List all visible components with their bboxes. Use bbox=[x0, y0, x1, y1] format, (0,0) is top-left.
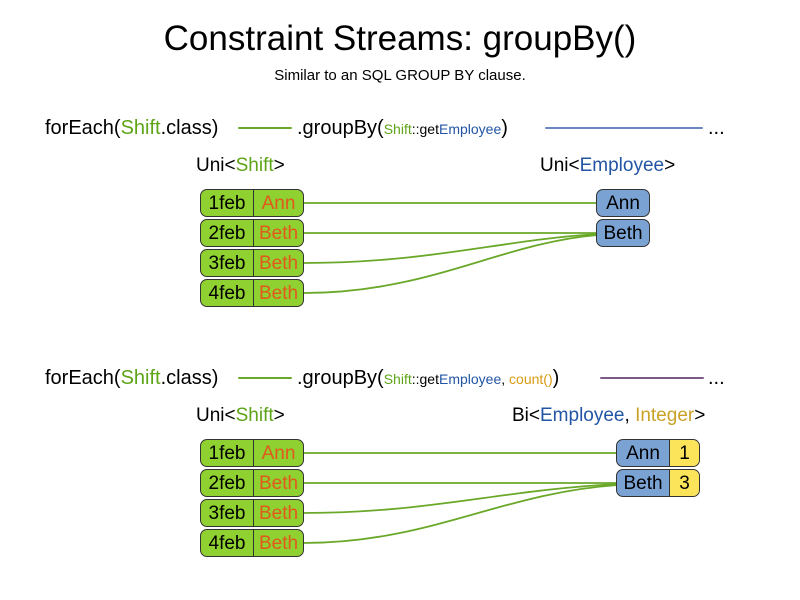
connector-groupby-to-next-1 bbox=[545, 127, 703, 129]
shift-date: 1feb bbox=[208, 192, 246, 214]
code-groupby-param-comma: , bbox=[501, 371, 510, 387]
shift-employee: Beth bbox=[253, 500, 303, 526]
shift-employee: Beth bbox=[253, 220, 303, 246]
shift-date: 4feb bbox=[208, 282, 246, 304]
type-label-right-2: Bi<Employee, Integer> bbox=[512, 404, 705, 428]
employee-count-box[interactable]: Ann 1 bbox=[616, 439, 700, 467]
connector-groupby-to-next-2 bbox=[600, 377, 704, 379]
employee-name: Ann bbox=[626, 442, 660, 464]
code-line-foreach-1: forEach(Shift.class) bbox=[45, 115, 218, 141]
shift-box[interactable]: 3feb Beth bbox=[200, 499, 304, 527]
shift-box[interactable]: 3feb Beth bbox=[200, 249, 304, 277]
type-generic-2: Shift bbox=[235, 405, 274, 426]
code-groupby-param-type: Shift bbox=[383, 371, 412, 387]
type-open-r1: Uni< bbox=[540, 155, 580, 176]
code-groupby-tail: ) bbox=[552, 367, 560, 389]
shift-box[interactable]: 4feb Beth bbox=[200, 279, 304, 307]
code-groupby-tail: ) bbox=[501, 117, 508, 139]
shift-date: 1feb bbox=[208, 442, 246, 464]
shift-date: 2feb bbox=[208, 472, 246, 494]
shift-date: 2feb bbox=[208, 222, 246, 244]
shift-box[interactable]: 2feb Beth bbox=[200, 469, 304, 497]
code-foreach-tail: .class) bbox=[160, 117, 219, 139]
code-groupby-param-sep: ::get bbox=[411, 371, 439, 387]
shift-box[interactable]: 2feb Beth bbox=[200, 219, 304, 247]
employee-box[interactable]: Ann bbox=[596, 189, 650, 217]
shift-employee: Beth bbox=[253, 250, 303, 276]
employee-box[interactable]: Beth bbox=[596, 219, 650, 247]
employee-count: 3 bbox=[669, 470, 699, 496]
link-4feb-beth-2 bbox=[302, 484, 619, 544]
shift-box[interactable]: 4feb Beth bbox=[200, 529, 304, 557]
code-groupby-param-key: Employee bbox=[438, 121, 502, 137]
employee-name: Beth bbox=[603, 222, 643, 244]
employee-count-box[interactable]: Beth 3 bbox=[616, 469, 700, 497]
code-foreach-keyword: forEach( bbox=[45, 367, 121, 389]
shift-box[interactable]: 1feb Ann bbox=[200, 189, 304, 217]
type-open-r2: Bi< bbox=[512, 405, 540, 426]
type-generic-r2a: Employee bbox=[540, 405, 625, 426]
type-label-left-2: Uni<Shift> bbox=[196, 404, 285, 428]
code-groupby-keyword: .groupBy( bbox=[297, 117, 384, 139]
type-close-2: > bbox=[273, 405, 285, 426]
shift-box[interactable]: 1feb Ann bbox=[200, 439, 304, 467]
shift-employee: Beth bbox=[253, 280, 303, 306]
shift-employee: Beth bbox=[253, 530, 303, 556]
type-label-left-1: Uni<Shift> bbox=[196, 154, 285, 178]
code-foreach-type: Shift bbox=[120, 117, 161, 139]
connector-foreach-to-groupby-2 bbox=[238, 377, 292, 379]
shift-employee: Ann bbox=[253, 440, 303, 466]
type-close-r2: > bbox=[694, 405, 706, 426]
type-sep-r2: , bbox=[624, 405, 636, 426]
code-groupby-param-collector: count() bbox=[509, 371, 553, 387]
shift-date: 4feb bbox=[208, 532, 246, 554]
code-ellipsis-2: ... bbox=[708, 367, 725, 389]
code-line-groupby-1: .groupBy(Shift::getEmployee) bbox=[297, 115, 508, 142]
code-groupby-param-type: Shift bbox=[383, 121, 412, 137]
page-subtitle: Similar to an SQL GROUP BY clause. bbox=[274, 67, 526, 84]
link-4feb-beth bbox=[302, 234, 599, 294]
shift-employee: Ann bbox=[253, 190, 303, 216]
code-foreach-keyword: forEach( bbox=[45, 117, 121, 139]
employee-name: Beth bbox=[623, 472, 663, 494]
type-close-1: > bbox=[273, 155, 285, 176]
code-ellipsis-1: ... bbox=[708, 117, 725, 139]
code-groupby-param-key: Employee bbox=[438, 371, 502, 387]
code-line-groupby-2: .groupBy(Shift::getEmployee, count()) bbox=[297, 365, 559, 392]
link-3feb-beth-2 bbox=[302, 483, 619, 514]
type-generic-r2b: Integer bbox=[635, 405, 695, 426]
code-groupby-keyword: .groupBy( bbox=[297, 367, 384, 389]
type-label-right-1: Uni<Employee> bbox=[540, 154, 675, 178]
employee-count: 1 bbox=[669, 440, 699, 466]
code-line-foreach-2: forEach(Shift.class) bbox=[45, 365, 218, 391]
type-open-2: Uni< bbox=[196, 405, 236, 426]
employee-name: Ann bbox=[606, 192, 640, 214]
type-open-1: Uni< bbox=[196, 155, 236, 176]
shift-date: 3feb bbox=[208, 252, 246, 274]
type-close-r1: > bbox=[664, 155, 676, 176]
link-3feb-beth bbox=[302, 233, 599, 264]
type-generic-1: Shift bbox=[235, 155, 274, 176]
shift-employee: Beth bbox=[253, 470, 303, 496]
code-foreach-type: Shift bbox=[120, 367, 161, 389]
type-generic-r1: Employee bbox=[579, 155, 665, 176]
shift-date: 3feb bbox=[208, 502, 246, 524]
code-foreach-tail: .class) bbox=[160, 367, 219, 389]
connector-foreach-to-groupby-1 bbox=[238, 127, 292, 129]
page-title: Constraint Streams: groupBy() bbox=[163, 19, 637, 58]
code-groupby-param-sep: ::get bbox=[411, 121, 439, 137]
